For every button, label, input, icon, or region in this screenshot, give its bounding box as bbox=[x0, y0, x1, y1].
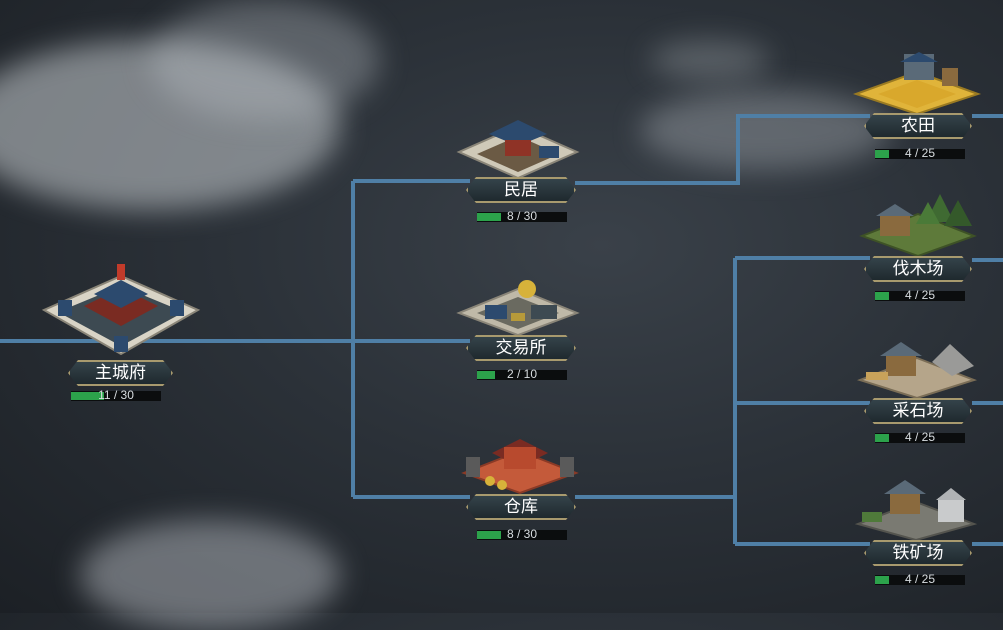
building-name: 伐木场 bbox=[892, 259, 944, 279]
quarry-icon bbox=[856, 342, 978, 400]
iron-mine-icon bbox=[854, 480, 978, 542]
building-name-plate: 交易所 bbox=[466, 335, 576, 361]
trading-post-icon bbox=[456, 280, 580, 337]
building-name-plate: 农田 bbox=[864, 113, 972, 139]
level-text: 4 / 25 bbox=[904, 572, 936, 586]
building-name: 民居 bbox=[504, 180, 538, 200]
farm-icon bbox=[852, 52, 982, 116]
building-name: 农田 bbox=[901, 116, 935, 136]
level-progress-fill bbox=[477, 371, 495, 379]
level-progress-fill bbox=[477, 531, 502, 539]
building-name: 仓库 bbox=[504, 497, 538, 517]
level-progress-fill bbox=[875, 292, 890, 300]
building-name: 铁矿场 bbox=[892, 543, 944, 563]
tech-tree-connectors bbox=[0, 114, 1003, 546]
level-progress-bar: 2 / 10 bbox=[477, 367, 567, 381]
level-text: 8 / 30 bbox=[506, 527, 538, 541]
level-text: 4 / 25 bbox=[904, 288, 936, 302]
warehouse-icon bbox=[461, 439, 579, 495]
level-text: 4 / 25 bbox=[904, 430, 936, 444]
building-name-plate: 仓库 bbox=[466, 494, 576, 520]
building-name-plate: 伐木场 bbox=[864, 256, 972, 282]
palace-icon bbox=[41, 264, 201, 356]
building-name: 主城府 bbox=[95, 363, 146, 383]
level-progress-fill bbox=[875, 434, 890, 442]
level-progress-bar: 11 / 30 bbox=[71, 388, 161, 402]
level-progress-bar: 4 / 25 bbox=[875, 146, 965, 160]
lumber-mill-icon bbox=[859, 194, 977, 258]
level-progress-bar: 8 / 30 bbox=[477, 527, 567, 541]
level-progress-fill bbox=[71, 392, 105, 400]
building-name-plate: 主城府 bbox=[68, 360, 173, 386]
building-name-plate: 铁矿场 bbox=[864, 540, 972, 566]
building-name-plate: 采石场 bbox=[864, 398, 972, 424]
level-text: 2 / 10 bbox=[506, 367, 538, 381]
level-text: 11 / 30 bbox=[98, 388, 134, 402]
level-progress-fill bbox=[875, 150, 890, 158]
level-text: 8 / 30 bbox=[506, 209, 538, 223]
level-progress-fill bbox=[875, 576, 890, 584]
level-progress-bar: 4 / 25 bbox=[875, 572, 965, 586]
level-text: 4 / 25 bbox=[904, 146, 936, 160]
building-name: 交易所 bbox=[495, 338, 547, 358]
level-progress-bar: 4 / 25 bbox=[875, 288, 965, 302]
building-name: 采石场 bbox=[892, 401, 944, 421]
level-progress-fill bbox=[477, 213, 502, 221]
building-name-plate: 民居 bbox=[466, 177, 576, 203]
level-progress-bar: 4 / 25 bbox=[875, 430, 965, 444]
residence-icon bbox=[456, 120, 580, 180]
level-progress-bar: 8 / 30 bbox=[477, 209, 567, 223]
